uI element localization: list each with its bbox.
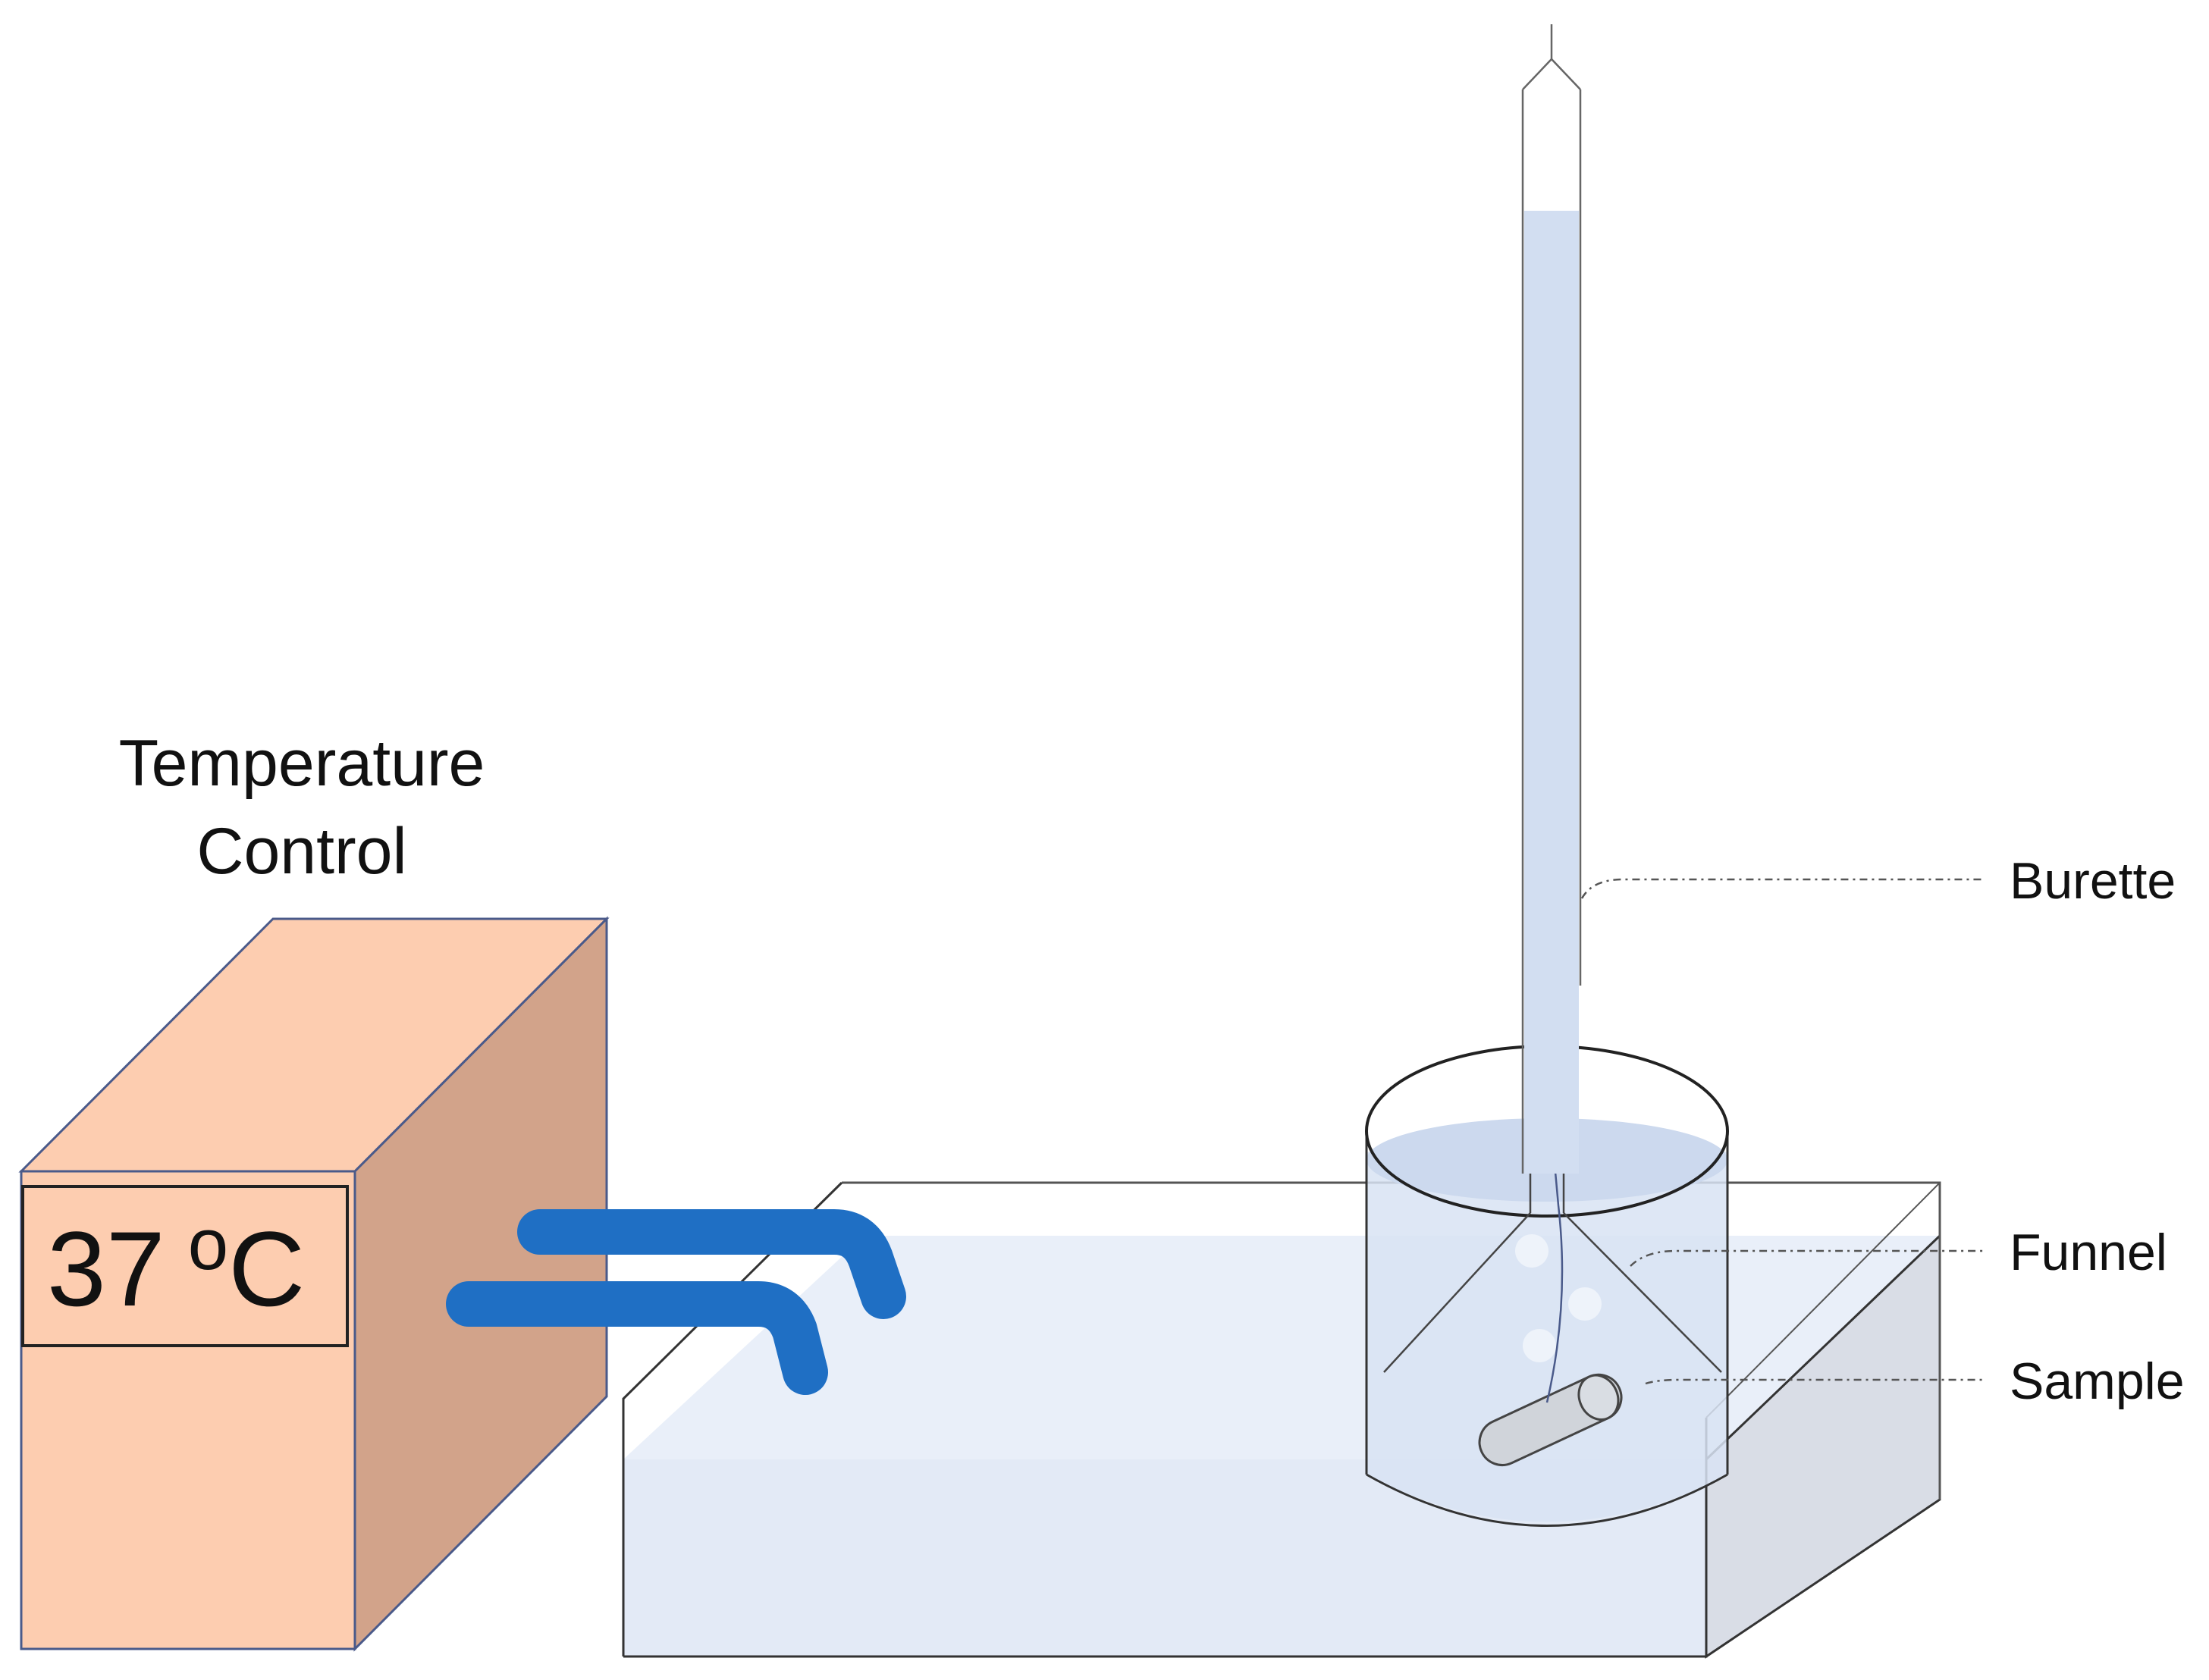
hoses (446, 1209, 906, 1395)
sample-label: Sample (2010, 1352, 2185, 1410)
burette-leader (1580, 878, 1983, 899)
temperature-value: 37 (47, 1209, 165, 1328)
burette-top-tip (1522, 58, 1581, 90)
sample-leader (1645, 1378, 1983, 1385)
sample-capsule (1478, 1373, 1623, 1466)
beaker-liquid (1367, 1127, 1727, 1522)
temperature-unit: C (228, 1209, 305, 1328)
bubbles (1515, 1234, 1602, 1362)
capsule-end (1577, 1374, 1620, 1421)
burette-label: Burette (2010, 852, 2176, 910)
burette (1521, 24, 1582, 1174)
temperature-display-text: 37 oC (47, 1204, 305, 1328)
water-front (623, 1459, 1706, 1656)
burette-fill (1524, 211, 1579, 1174)
funnel-right-edge (1563, 1212, 1722, 1373)
temperature-degree: o (188, 1204, 228, 1285)
bubble (1515, 1234, 1548, 1268)
funnel-label: Funnel (2010, 1224, 2167, 1281)
funnel-leader (1630, 1249, 1983, 1267)
temperature-control-title-line1: Temperature (119, 727, 485, 800)
bubble (1568, 1287, 1602, 1321)
temperature-control-title-line2: Control (196, 815, 406, 888)
bubble (1523, 1329, 1556, 1362)
tank-front-top-edge (1705, 1182, 1941, 1418)
tank-rim-front (623, 1418, 1708, 1658)
funnel-left-edge (1383, 1212, 1531, 1373)
beaker-bottom (1366, 1473, 1728, 1527)
hose-upper (517, 1209, 906, 1319)
callout-lines (1580, 878, 1983, 1385)
hose-lower (446, 1281, 828, 1395)
temperature-display (21, 1185, 349, 1347)
